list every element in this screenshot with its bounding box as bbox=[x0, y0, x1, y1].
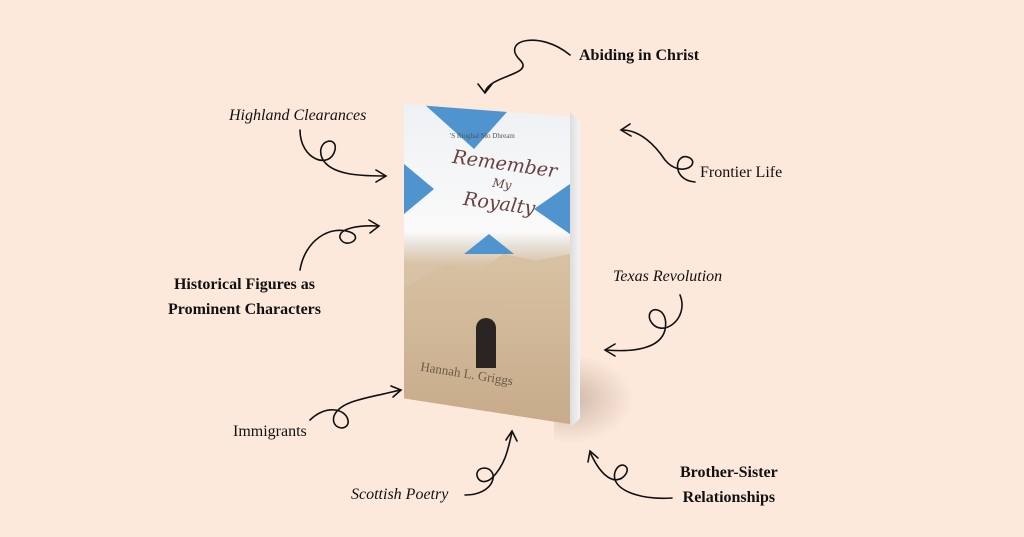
arrow-immigrants bbox=[309, 385, 403, 429]
theme-highland-clearances: Highland Clearances bbox=[229, 107, 367, 124]
label-line: Relationships bbox=[682, 489, 776, 506]
alamo-door bbox=[476, 318, 496, 368]
arrow-highland bbox=[299, 129, 388, 183]
arrow-poetry bbox=[464, 429, 518, 496]
theme-immigrants: Immigrants bbox=[233, 423, 307, 440]
book-front-cover: 'S Rioghal Mo Dhream Remember My Royalty… bbox=[404, 104, 570, 424]
book-cover-mockup: 'S Rioghal Mo Dhream Remember My Royalty… bbox=[404, 104, 634, 444]
arrow-frontier bbox=[619, 123, 696, 183]
label-line: Historical Figures as bbox=[173, 276, 316, 293]
book-spine bbox=[570, 112, 580, 428]
theme-scottish-poetry: Scottish Poetry bbox=[351, 486, 449, 503]
arrow-brother bbox=[587, 449, 673, 500]
theme-brother-sister: Brother-Sister Relationships bbox=[680, 460, 778, 510]
arrow-historical bbox=[299, 219, 381, 271]
label-line: Brother-Sister bbox=[680, 464, 778, 481]
arrow-abiding bbox=[477, 39, 571, 95]
theme-texas-revolution: Texas Revolution bbox=[613, 268, 723, 285]
book-subtitle: 'S Rioghal Mo Dhream bbox=[450, 132, 515, 140]
theme-abiding-in-christ: Abiding in Christ bbox=[579, 47, 700, 64]
theme-frontier-life: Frontier Life bbox=[700, 164, 783, 181]
scottish-flag bbox=[404, 104, 570, 254]
label-line: Prominent Characters bbox=[168, 301, 321, 318]
theme-historical-figures: Historical Figures as Prominent Characte… bbox=[168, 272, 321, 322]
arrow-texas bbox=[603, 294, 683, 357]
